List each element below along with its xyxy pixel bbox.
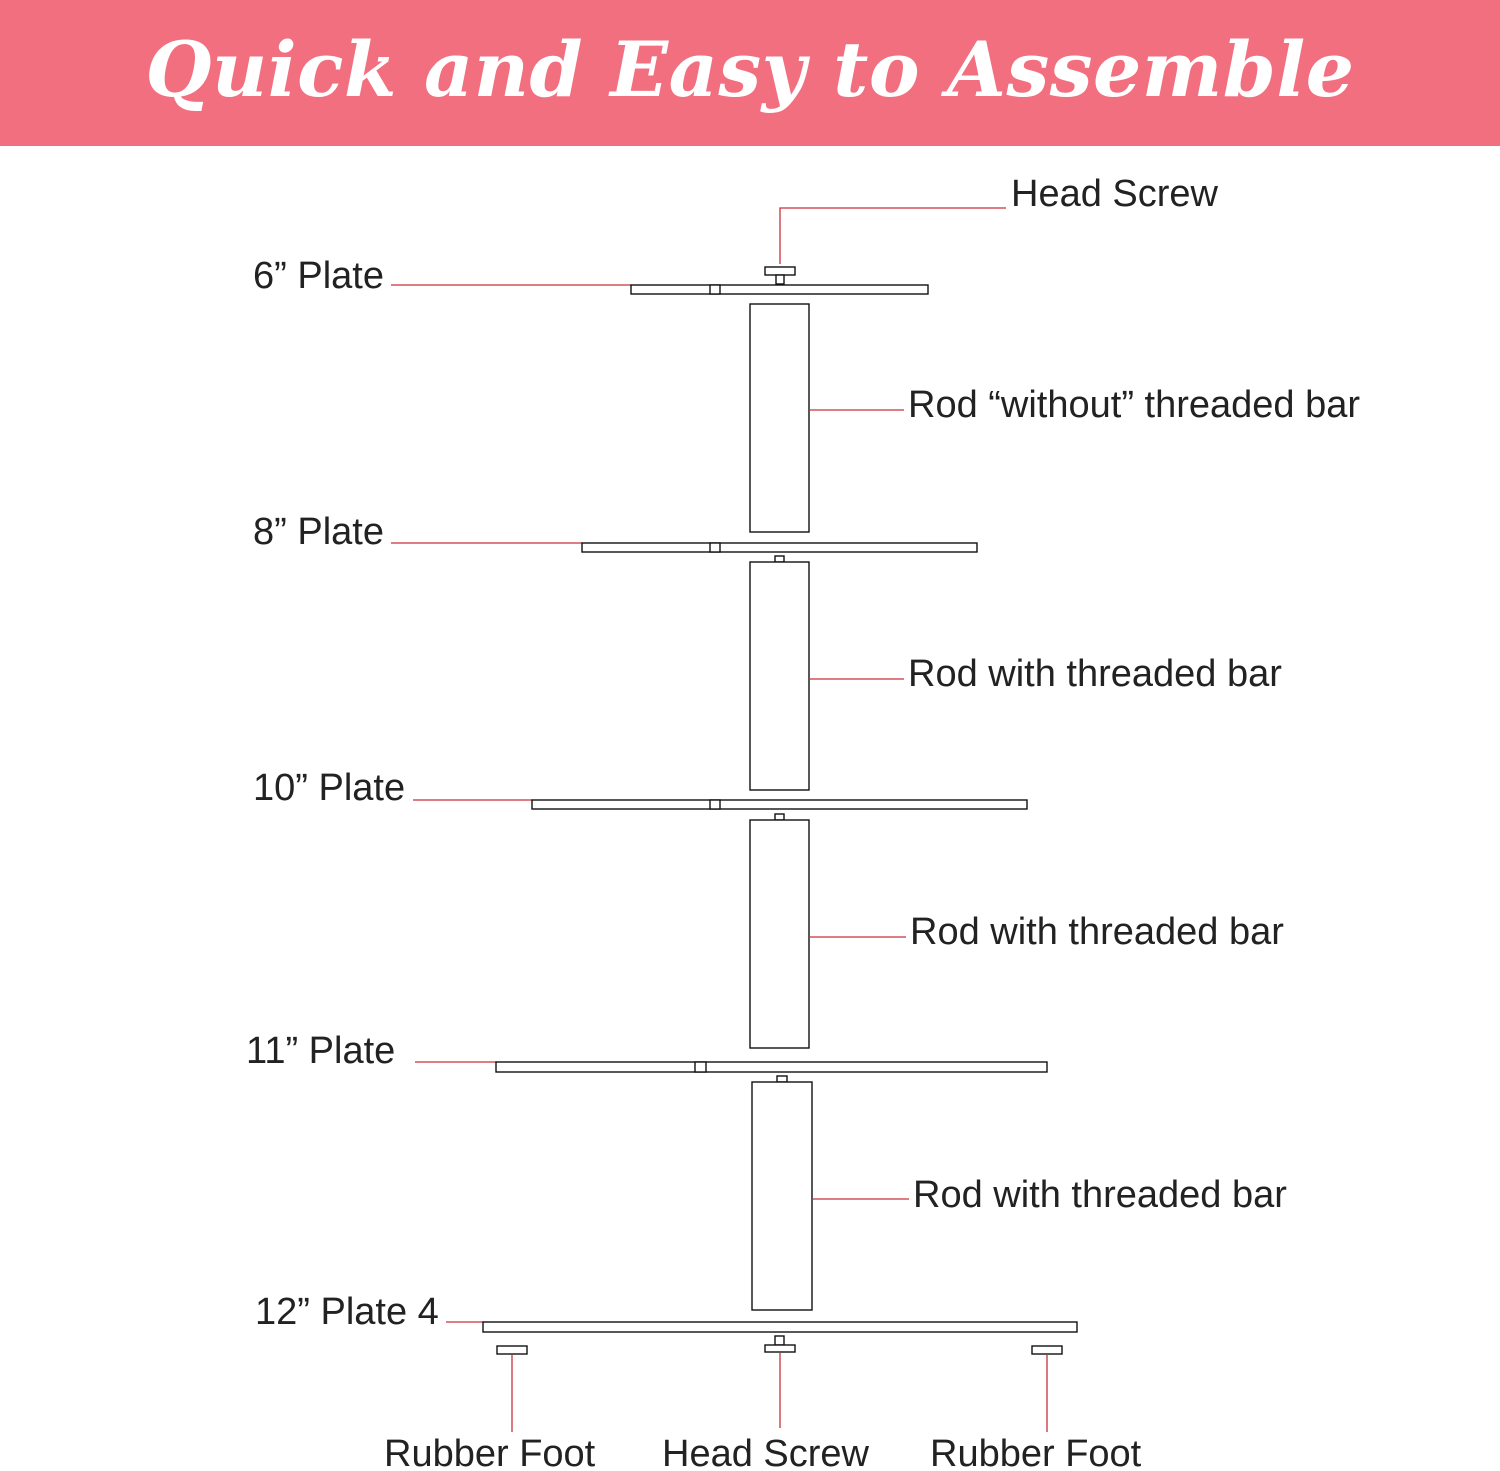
bottom-head-screw-cap bbox=[764, 1344, 796, 1353]
label-plate-8: 8” Plate bbox=[253, 511, 384, 553]
label-plate-6: 6” Plate bbox=[253, 255, 384, 297]
label-plate-11: 11” Plate bbox=[246, 1030, 396, 1072]
rubber-foot-left bbox=[496, 1345, 528, 1355]
plate-6-hole bbox=[709, 284, 721, 295]
rod-4-thread bbox=[776, 1075, 788, 1083]
plate-6-body bbox=[630, 284, 929, 295]
top-head-screw-shank bbox=[775, 274, 785, 285]
label-rod-2: Rod with threaded bar bbox=[908, 653, 1282, 695]
plate-6 bbox=[630, 284, 929, 295]
top-head-screw-cap bbox=[764, 266, 796, 276]
label-plate-10: 10” Plate bbox=[253, 767, 406, 809]
plate-10 bbox=[531, 799, 1028, 810]
leader-line-top-head-screw bbox=[779, 207, 1006, 264]
leader-lines bbox=[391, 207, 1048, 1432]
rod-2-thread bbox=[774, 555, 785, 563]
label-top-head-screw: Head Screw bbox=[1011, 173, 1218, 215]
plate-8-hole bbox=[709, 542, 721, 553]
label-plate-12: 12” Plate 4 bbox=[255, 1291, 439, 1333]
rod-3 bbox=[749, 819, 810, 1049]
plate-8 bbox=[581, 542, 978, 553]
bottom-head-screw-shank bbox=[774, 1335, 785, 1346]
rubber-foot-right bbox=[1031, 1345, 1063, 1355]
label-rubber-foot-right: Rubber Foot bbox=[930, 1433, 1142, 1471]
label-rod-3: Rod with threaded bar bbox=[910, 911, 1284, 953]
plate-10-hole bbox=[709, 799, 721, 810]
banner-title: Quick and Easy to Assemble bbox=[145, 24, 1355, 114]
label-bottom-head-screw: Head Screw bbox=[662, 1433, 869, 1471]
title-banner: Quick and Easy to Assemble bbox=[0, 0, 1500, 146]
plate-11-hole bbox=[694, 1061, 707, 1073]
rod-1 bbox=[749, 303, 810, 533]
plate-12 bbox=[482, 1321, 1078, 1333]
bottom-head-screw bbox=[764, 1335, 796, 1353]
rod-3-thread bbox=[774, 813, 785, 821]
plate-8-body bbox=[581, 542, 978, 553]
rod-2 bbox=[749, 561, 810, 791]
stand-parts bbox=[482, 266, 1078, 1355]
rod-4 bbox=[751, 1081, 813, 1311]
plate-11-body bbox=[495, 1061, 1048, 1073]
plate-11 bbox=[495, 1061, 1048, 1073]
top-head-screw bbox=[764, 266, 796, 285]
label-rod-4: Rod with threaded bar bbox=[913, 1174, 1287, 1216]
label-rod-1: Rod “without” threaded bar bbox=[908, 384, 1361, 426]
label-rubber-foot-left: Rubber Foot bbox=[384, 1433, 596, 1471]
plate-10-body bbox=[531, 799, 1028, 810]
